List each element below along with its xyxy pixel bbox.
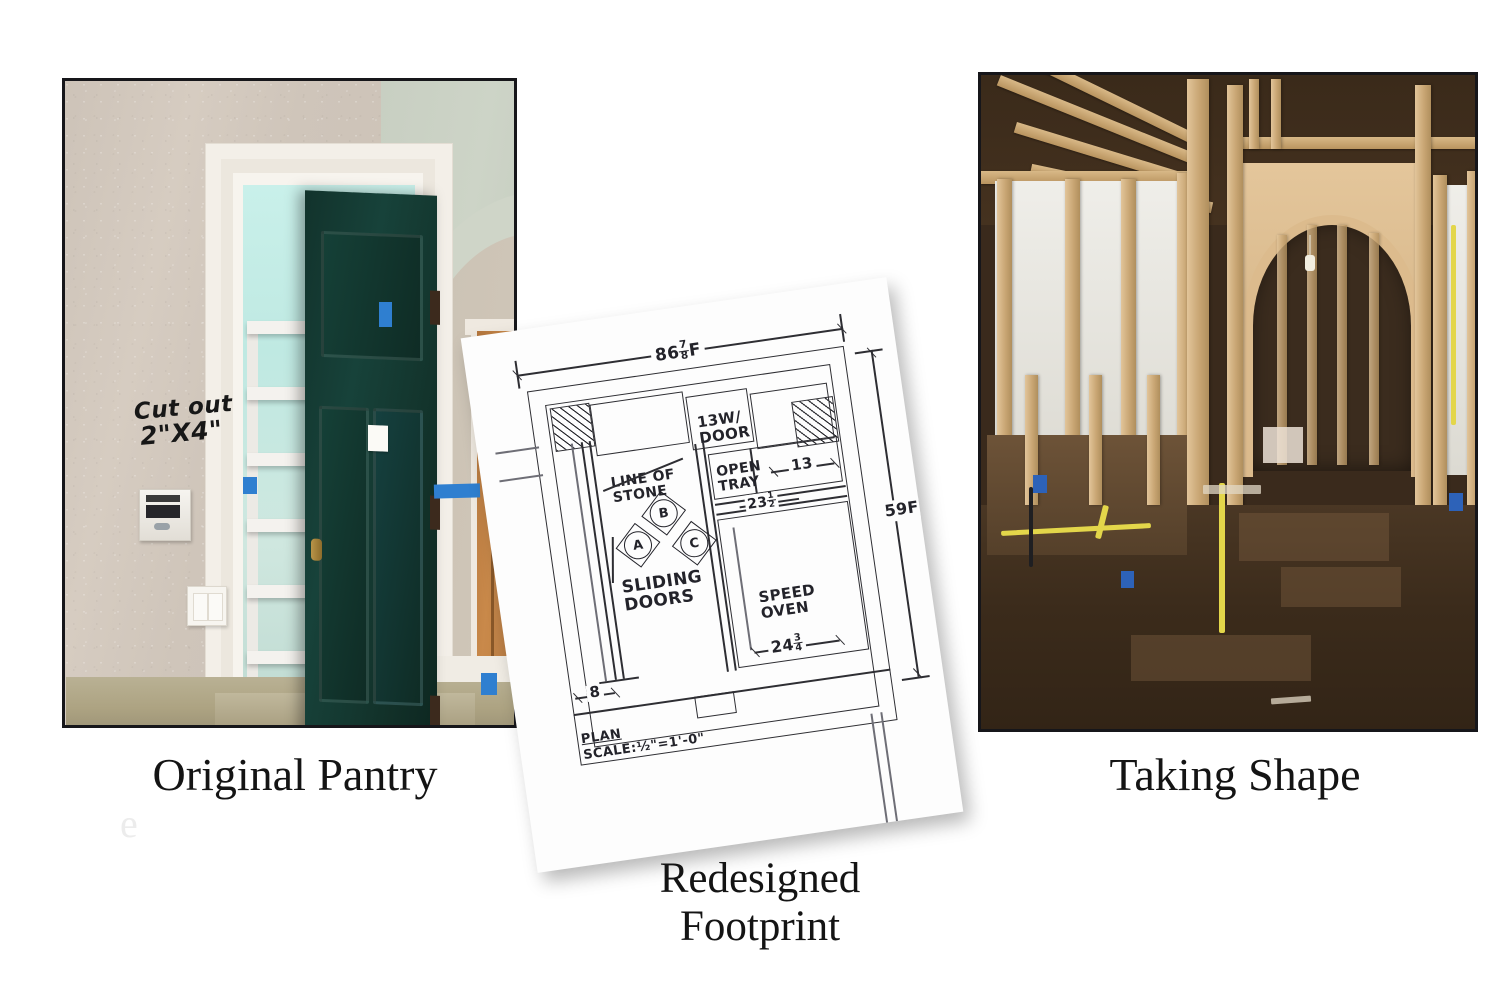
door-panel-left [319, 405, 369, 704]
door-sticker [368, 424, 388, 452]
photo-original-pantry[interactable]: Cut out 2"X4" [62, 78, 517, 728]
arch-right-post [1415, 85, 1431, 515]
dimension-overall-height: 59F [880, 496, 924, 523]
painters-tape [243, 477, 257, 494]
baseboard [435, 656, 514, 682]
dim-extension [901, 675, 930, 681]
dimension-left-offset: 8 [585, 682, 605, 702]
caption-footprint-line1: Redesigned [659, 855, 861, 902]
light-cord [1309, 235, 1311, 257]
top-plate [981, 171, 1196, 184]
caption-redesigned-footprint: Redesigned Footprint [590, 855, 930, 951]
thermostat-vent [146, 495, 180, 502]
thermostat-button[interactable] [154, 523, 170, 530]
light-switch-toggle[interactable] [193, 593, 208, 621]
wall-handwriting: Cut out 2"X4" [133, 391, 236, 451]
electrical-box [1033, 475, 1047, 493]
electrical-box [1449, 493, 1463, 511]
wall-stud [1147, 375, 1160, 505]
interior-stud [1369, 233, 1379, 465]
electrical-wire [1219, 483, 1225, 633]
thermostat[interactable] [139, 489, 191, 541]
light-switch-toggle[interactable] [208, 593, 223, 621]
shelf-side-panel [247, 321, 258, 701]
photo-taking-shape[interactable] [978, 72, 1478, 732]
electrical-wire-black [1029, 487, 1033, 567]
caption-footprint-line2: Footprint [679, 903, 841, 951]
construction-line [495, 446, 540, 455]
green-pantry-door[interactable] [305, 190, 440, 725]
electrical-wire [1451, 225, 1456, 425]
painters-tape [433, 483, 481, 499]
wall-stud [997, 179, 1012, 509]
taped-paper-note [1263, 427, 1303, 463]
door-hinge [430, 290, 440, 325]
thermostat-display [146, 505, 180, 518]
cripple-stud [1249, 79, 1259, 149]
floor-panel [1281, 567, 1401, 607]
wall-stud [1467, 171, 1475, 541]
door-panel-right [373, 408, 423, 707]
annotation-open-tray: OPEN TRAY [715, 458, 764, 495]
painters-tape [379, 302, 392, 327]
door-hinge [430, 495, 440, 530]
wall-stud [1121, 179, 1136, 509]
door-knob[interactable] [311, 538, 322, 561]
wall-stud [1089, 375, 1102, 505]
floor-panel [1131, 635, 1311, 681]
interior-stud [1337, 225, 1347, 465]
door-hinge [430, 695, 440, 725]
light-switch-plate[interactable] [187, 586, 227, 626]
interior-stud [1307, 225, 1317, 465]
watermark-letter: e [120, 801, 138, 846]
leader-line [611, 537, 614, 584]
floor-panel [1239, 513, 1389, 561]
cripple-stud [1271, 79, 1281, 149]
painters-tape [481, 673, 497, 695]
interior-stud [1277, 235, 1287, 465]
arch-left-post [1227, 85, 1243, 515]
wall-stud [1433, 175, 1447, 535]
wall-stud [1065, 179, 1080, 509]
electrical-box [1121, 571, 1134, 588]
caption-taking-shape: Taking Shape [1109, 749, 1361, 800]
construction-line [499, 474, 544, 482]
wall-stud [1025, 375, 1038, 505]
corner-post [1187, 79, 1209, 519]
construction-line [870, 713, 888, 823]
ledger-strip [1203, 485, 1261, 494]
work-light [1305, 255, 1315, 271]
caption-original-pantry: Original Pantry [152, 749, 438, 800]
header-beam [1231, 137, 1475, 149]
door-panel-top [321, 230, 423, 362]
